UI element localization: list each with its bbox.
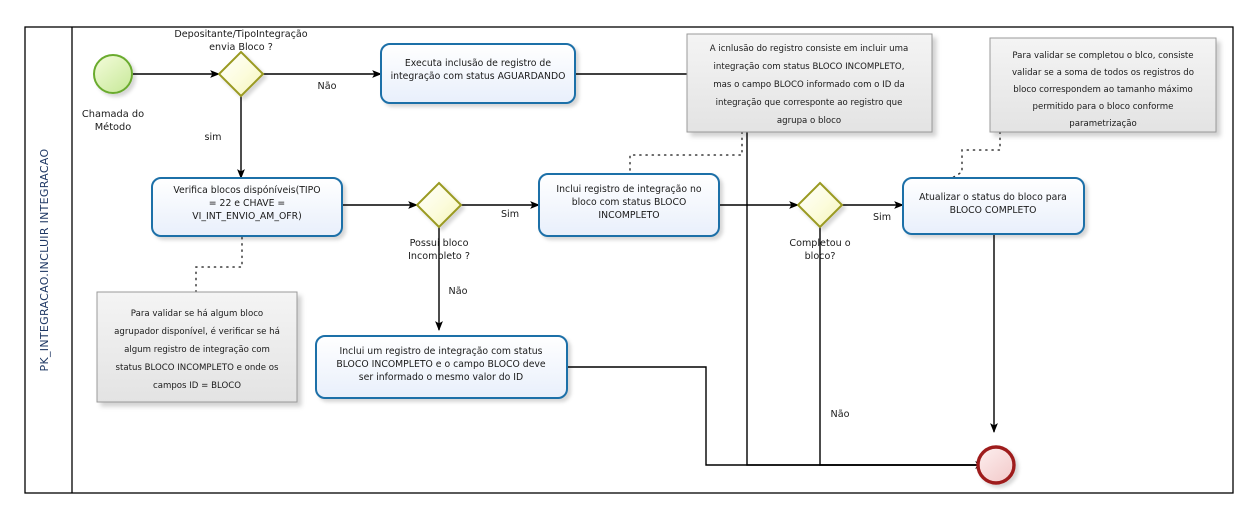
task3-box: [538, 173, 720, 237]
annotation-validar-bloco-agrupador: Para validar se há algum bloco agrupador…: [96, 291, 298, 403]
assoc-annotation1-to-task3: [629, 131, 743, 179]
start-event-label-line2: Método: [95, 121, 132, 133]
task5-box: [315, 335, 568, 399]
annotation1-line3: mas o campo BLOCO informado com o ID da: [713, 80, 905, 90]
annotation2-line1: Para validar se completou o blco, consis…: [1012, 51, 1193, 61]
gateway2-label-line2: Incompleto ?: [408, 251, 470, 262]
annotation1-line1: A icnlusão do registro consiste em inclu…: [710, 44, 909, 54]
annotation3-line1: Para validar se há algum bloco: [131, 309, 263, 319]
gateway-completou-bloco[interactable]: Completou o bloco?: [789, 181, 851, 262]
gateway3-label-line2: bloco?: [805, 251, 836, 262]
task-verifica-blocos-disponiveis[interactable]: Verifica blocos dispóníveis(TIPO = 22 e …: [151, 177, 343, 237]
annotation-inclusao-registro: A icnlusão do registro consiste em inclu…: [686, 33, 933, 133]
flow-label-gw2-no: Não: [449, 286, 468, 297]
gateway-possui-bloco-incompleto[interactable]: Possui bloco Incompleto ?: [408, 181, 470, 262]
task3-label-line2: bloco com status BLOCO: [572, 197, 687, 208]
gateway1-label-line2: envia Bloco ?: [209, 42, 273, 53]
task-inclui-registro-no-bloco[interactable]: Inclui registro de integração no bloco c…: [538, 173, 720, 237]
end-event[interactable]: [976, 445, 1016, 485]
annotation1-line2: integração com status BLOCO INCOMPLETO,: [714, 62, 905, 72]
task5-label-line3: ser informado o mesmo valor do ID: [359, 372, 523, 383]
annotation2-line5: parametrização: [1069, 119, 1137, 129]
annotation3-line4: status BLOCO INCOMPLETO e onde os: [116, 363, 280, 373]
annotation-validar-completou-bloco: Para validar se completou o blco, consis…: [989, 37, 1217, 133]
task-atualizar-status-bloco-completo[interactable]: Atualizar o status do bloco para BLOCO C…: [902, 177, 1085, 235]
task3-label-line1: Inclui registro de integração no: [556, 184, 702, 195]
flow-label-gw1-yes: sim: [204, 132, 221, 143]
annotation1-line5: agrupa o bloco: [777, 116, 841, 126]
gateway2-diamond: [415, 181, 463, 229]
flow-gw3-no-to-end: [819, 227, 984, 466]
flow-label-gw3-no: Não: [831, 409, 850, 420]
assoc-annotation2-to-task4: [951, 131, 1001, 179]
gateway-depositante-envia-bloco[interactable]: Depositante/TipoIntegração envia Bloco ?: [174, 29, 308, 98]
pool-border: [24, 26, 1234, 494]
task5-label-line2: BLOCO INCOMPLETO e o campo BLOCO deve: [336, 359, 546, 370]
task4-box: [902, 177, 1085, 235]
task2-label-line1: Verifica blocos dispóníveis(TIPO: [173, 185, 320, 196]
task2-label-line3: VI_INT_ENVIO_AM_OFR): [192, 211, 301, 222]
start-event-label-line1: Chamada do: [82, 109, 144, 120]
annotation2-line3: bloco correspondem ao tamanho máximo: [1013, 85, 1192, 95]
task-executa-inclusao-registro[interactable]: Executa inclusão de registro de integraç…: [380, 43, 576, 104]
flow-label-gw1-no: Não: [318, 81, 337, 92]
task2-label-line2: = 22 e CHAVE =: [209, 198, 285, 209]
annotation1-line4: integração que corresponte ao registro q…: [716, 98, 903, 108]
gateway3-diamond: [796, 181, 844, 229]
task4-label-line2: BLOCO COMPLETO: [950, 205, 1037, 216]
pool-label: PK_INTEGRACAO.INCLUIR INTEGRACAO: [38, 149, 51, 372]
task1-box: [380, 43, 576, 104]
annotation3-box: [96, 291, 298, 403]
gateway1-diamond: [217, 50, 265, 98]
annotation2-line4: permitido para o bloco conforme: [1033, 102, 1174, 112]
annotation2-box: [989, 37, 1217, 133]
gateway3-label-line1: Completou o: [789, 238, 850, 249]
start-event-circle: [93, 54, 133, 94]
flow-label-gw2-yes: Sim: [501, 209, 519, 220]
start-event[interactable]: Chamada do Método: [82, 54, 144, 133]
flow-label-gw3-yes: Sim: [873, 212, 891, 223]
annotation1-box: [686, 33, 933, 133]
end-event-circle: [976, 445, 1016, 485]
annotation3-line3: algum registro de integração com: [124, 345, 270, 355]
task-inclui-registro-bloco-incompleto[interactable]: Inclui um registro de integração com sta…: [315, 335, 568, 399]
flow-task5-to-end: [567, 366, 984, 466]
task1-label-line2: integração com status AGUARDANDO: [391, 71, 566, 82]
task4-label-line1: Atualizar o status do bloco para: [919, 192, 1067, 203]
task1-label-line1: Executa inclusão de registro de: [405, 58, 551, 69]
annotation3-line5: campos ID = BLOCO: [153, 381, 241, 391]
annotation3-line2: agrupador disponível, é verificar se há: [114, 326, 280, 337]
annotation2-line2: validar se a soma de todos os registros …: [1012, 68, 1194, 78]
task2-box: [151, 177, 343, 237]
task5-label-line1: Inclui um registro de integração com sta…: [340, 346, 543, 357]
assoc-annotation3-to-task2: [195, 235, 243, 293]
task3-label-line3: INCOMPLETO: [598, 210, 659, 221]
gateway1-label-line1: Depositante/TipoIntegração: [174, 29, 307, 40]
flow-task1-to-end: [575, 73, 985, 469]
gateway2-label-line1: Possui bloco: [410, 238, 469, 249]
